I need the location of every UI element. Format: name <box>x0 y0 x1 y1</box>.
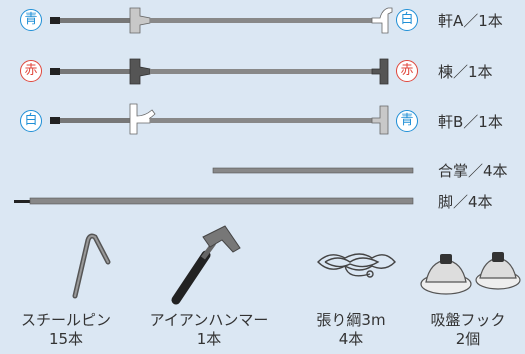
steel-pin-illustration <box>72 233 111 299</box>
accessory-name: 吸盤フック <box>430 311 506 329</box>
accessory-name: アイアンハンマー <box>149 311 269 329</box>
guy-rope-illustration <box>317 253 396 278</box>
pole-mark-left: 白 <box>20 110 42 132</box>
pole-mark-left: 青 <box>20 9 42 31</box>
iron-hammer-illustration <box>171 225 241 305</box>
accessory-name: 張り綱3m <box>316 311 386 329</box>
accessory-item: アイアンハンマー 1本 <box>136 311 282 349</box>
accessory-qty: 1本 <box>196 330 222 348</box>
accessory-qty: 4本 <box>338 330 364 348</box>
eave-a-pole <box>50 7 393 34</box>
pole-label: 軒B／1本 <box>438 113 503 131</box>
leg-label: 脚／4本 <box>438 193 493 211</box>
accessory-qty: 2個 <box>455 330 481 348</box>
eave-b-pole <box>50 103 389 135</box>
pole-mark-right: 赤 <box>396 60 418 82</box>
accessory-item: 吸盤フック 2個 <box>415 311 521 349</box>
pole-mark-right: 白 <box>396 9 418 31</box>
gassho-label: 合掌／4本 <box>438 162 508 180</box>
ridge-pole <box>50 58 389 85</box>
pole-mark-right: 青 <box>396 110 418 132</box>
suction-hook-illustration <box>420 252 521 295</box>
pole-mark-left: 赤 <box>20 60 42 82</box>
accessory-item: スチールピン 15本 <box>6 311 126 349</box>
accessory-qty: 15本 <box>48 330 84 348</box>
gassho-pole <box>212 167 414 174</box>
accessory-name: スチールピン <box>20 311 111 329</box>
accessory-item: 張り綱3m 4本 <box>296 311 406 349</box>
pole-label: 軒A／1本 <box>438 12 503 30</box>
leg-pole <box>14 197 414 205</box>
pole-label: 棟／1本 <box>438 63 493 81</box>
